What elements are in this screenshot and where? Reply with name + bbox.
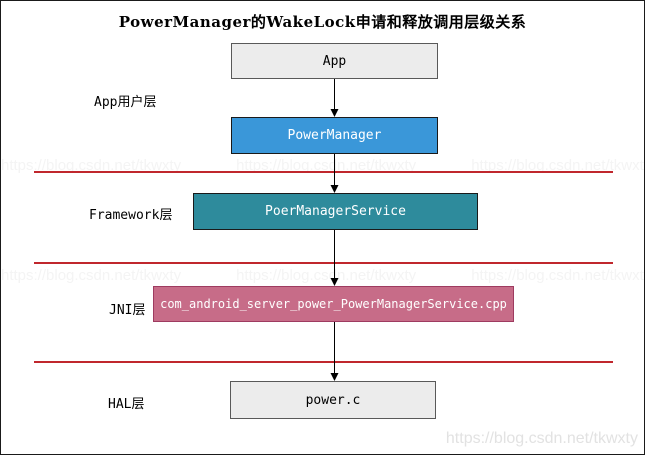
watermark-text: https://blog.csdn.net/tkwxty <box>236 157 417 174</box>
node-power-manager-label: PowerManager <box>287 128 382 143</box>
node-jni-cpp: com_android_server_power_PowerManagerSer… <box>153 286 514 322</box>
node-app-label: App <box>322 53 347 69</box>
watermark-text: https://blog.csdn.net/tkwxty <box>471 157 644 174</box>
watermark-row: https://blog.csdn.net/tkwxty https://blog… <box>1 157 644 174</box>
node-power-manager: PowerManager <box>231 117 438 154</box>
watermark-text: https://blog.csdn.net/tkwxty <box>1 157 182 174</box>
layer-divider <box>34 361 613 363</box>
layer-divider <box>34 262 613 264</box>
node-power-manager-service-label: PoerManagerService <box>265 204 406 219</box>
layer-divider <box>34 171 613 173</box>
watermark-text: https://blog.csdn.net/tkwxty <box>236 267 417 284</box>
node-app: App <box>231 43 438 79</box>
watermark-text: https://blog.csdn.net/tkwxty <box>1 267 182 284</box>
node-hal-power-c-label: power.c <box>305 392 361 408</box>
flow-arrow-icon <box>330 79 339 117</box>
flow-arrow-icon <box>330 322 339 381</box>
flow-arrow-icon <box>330 154 339 193</box>
layer-label-app-user: App用户层 <box>94 95 157 110</box>
layer-label-hal: HAL层 <box>108 397 145 412</box>
watermark-row: https://blog.csdn.net/tkwxty https://blog… <box>1 267 644 284</box>
diagram-title: PowerManager的WakeLock申请和释放调用层级关系 <box>118 13 527 31</box>
node-hal-power-c: power.c <box>230 381 436 419</box>
layer-label-framework: Framework层 <box>89 208 173 223</box>
node-jni-cpp-label: com_android_server_power_PowerManagerSer… <box>160 297 507 311</box>
flow-arrow-icon <box>330 230 339 286</box>
layer-label-jni: JNI层 <box>109 303 146 318</box>
watermark-text: https://blog.csdn.net/tkwxty <box>471 267 644 284</box>
node-power-manager-service: PoerManagerService <box>193 193 478 230</box>
watermark-text: https://blog.csdn.net/tkwxty <box>445 430 638 447</box>
